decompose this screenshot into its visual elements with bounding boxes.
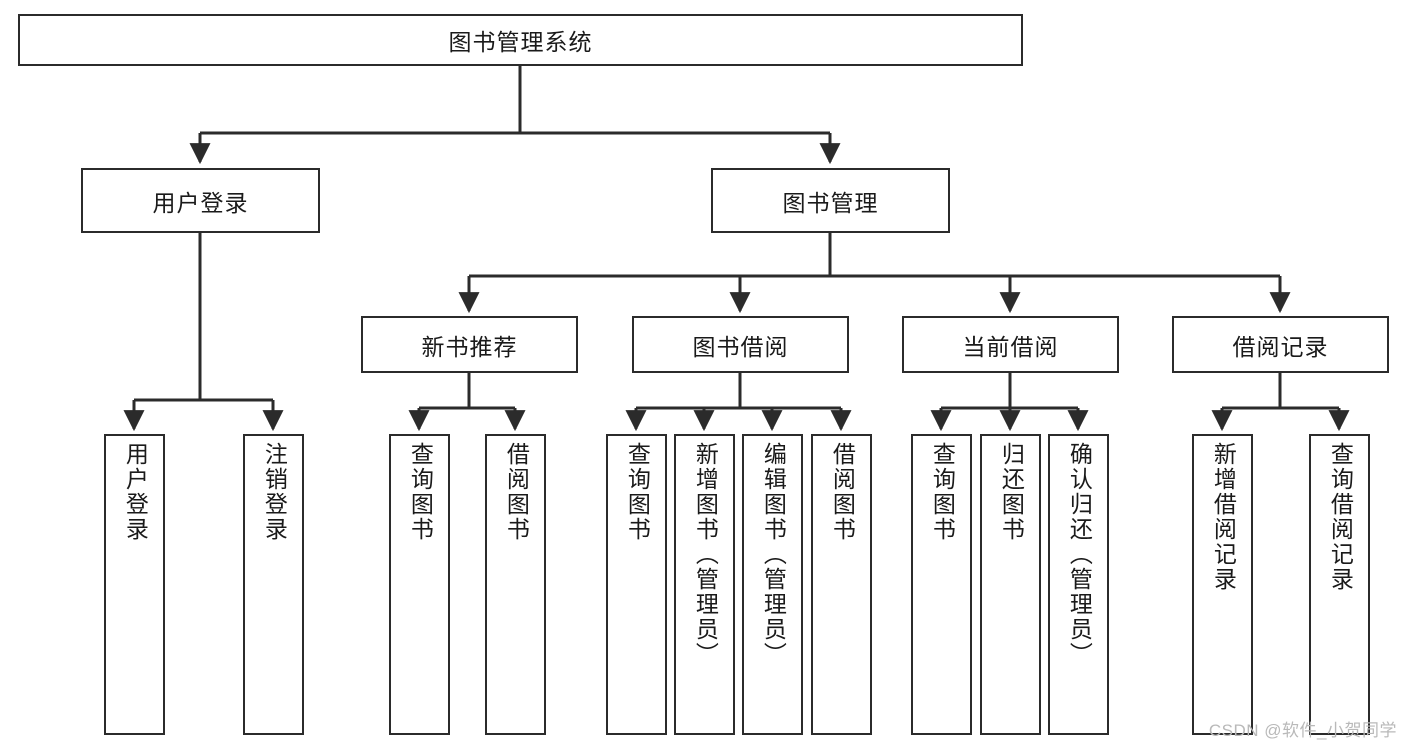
node-user-login[interactable]: 用户登录	[81, 168, 320, 233]
node-label: 新增图书（管理员）	[692, 442, 719, 667]
node-label: 用户登录	[152, 189, 249, 216]
node-label: 注销登录	[261, 442, 288, 542]
node-label: 查询图书	[929, 442, 956, 542]
node-label: 确认归还（管理员）	[1066, 442, 1093, 667]
node-label: 借阅图书	[503, 442, 530, 542]
node-leaf-query-borrow-record[interactable]: 查询借阅记录	[1309, 434, 1370, 735]
node-leaf-edit-book-admin[interactable]: 编辑图书（管理员）	[742, 434, 803, 735]
node-leaf-confirm-return-admin[interactable]: 确认归还（管理员）	[1048, 434, 1109, 735]
node-label: 用户登录	[122, 442, 149, 542]
node-current-borrow[interactable]: 当前借阅	[902, 316, 1119, 373]
node-leaf-add-book-admin[interactable]: 新增图书（管理员）	[674, 434, 735, 735]
node-label: 图书管理	[782, 189, 879, 216]
node-label: 归还图书	[998, 442, 1025, 542]
node-borrow-records[interactable]: 借阅记录	[1172, 316, 1389, 373]
node-leaf-borrow-books[interactable]: 借阅图书	[811, 434, 872, 735]
node-label: 查询图书	[624, 442, 651, 542]
node-label: 图书借阅	[692, 333, 789, 360]
node-leaf-query-books-current[interactable]: 查询图书	[911, 434, 972, 735]
node-label: 查询借阅记录	[1327, 442, 1354, 592]
node-leaf-add-borrow-record[interactable]: 新增借阅记录	[1192, 434, 1253, 735]
node-book-management[interactable]: 图书管理	[711, 168, 950, 233]
node-book-borrow[interactable]: 图书借阅	[632, 316, 849, 373]
watermark: CSDN @软件_小贺同学	[1208, 721, 1397, 740]
node-label: 新增借阅记录	[1210, 442, 1237, 592]
node-label: 借阅记录	[1232, 333, 1329, 360]
node-leaf-logout[interactable]: 注销登录	[243, 434, 304, 735]
node-label: 查询图书	[407, 442, 434, 542]
node-leaf-return-books[interactable]: 归还图书	[980, 434, 1041, 735]
node-label: 当前借阅	[962, 333, 1059, 360]
node-leaf-borrow-books-recommend[interactable]: 借阅图书	[485, 434, 546, 735]
node-new-book-recommendation[interactable]: 新书推荐	[361, 316, 578, 373]
node-root-book-management-system[interactable]: 图书管理系统	[18, 14, 1023, 66]
node-leaf-query-books-borrow[interactable]: 查询图书	[606, 434, 667, 735]
node-leaf-query-books-recommend[interactable]: 查询图书	[389, 434, 450, 735]
node-label: 借阅图书	[829, 442, 856, 542]
node-label: 新书推荐	[421, 333, 518, 360]
node-label: 编辑图书（管理员）	[760, 442, 787, 667]
node-leaf-user-login[interactable]: 用户登录	[104, 434, 165, 735]
node-label: 图书管理系统	[448, 29, 593, 55]
